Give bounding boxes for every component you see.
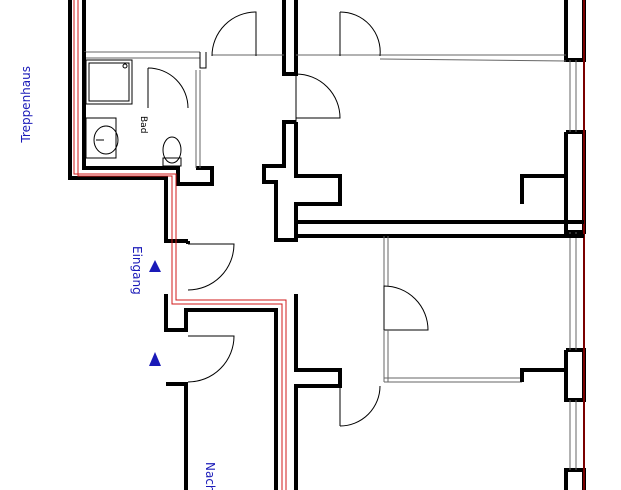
facade-walls bbox=[564, 0, 586, 490]
bath-label: Bad bbox=[138, 116, 148, 133]
stair-walls bbox=[68, 0, 207, 243]
entrance-arrow-icon bbox=[149, 352, 161, 366]
upper-rooms bbox=[211, 0, 584, 242]
stair-label: Treppenhaus bbox=[19, 66, 33, 144]
entrance-arrow-icon bbox=[149, 260, 161, 272]
service-line bbox=[73, 0, 287, 490]
neighbor-label: Nach bbox=[203, 462, 217, 490]
washbasin-icon bbox=[93, 125, 119, 155]
bathroom: Bad bbox=[82, 52, 214, 186]
lower-rooms bbox=[164, 236, 566, 490]
entrance-label: Eingang bbox=[130, 246, 144, 295]
toilet-icon bbox=[162, 136, 182, 167]
shower-tray-icon bbox=[85, 59, 133, 105]
